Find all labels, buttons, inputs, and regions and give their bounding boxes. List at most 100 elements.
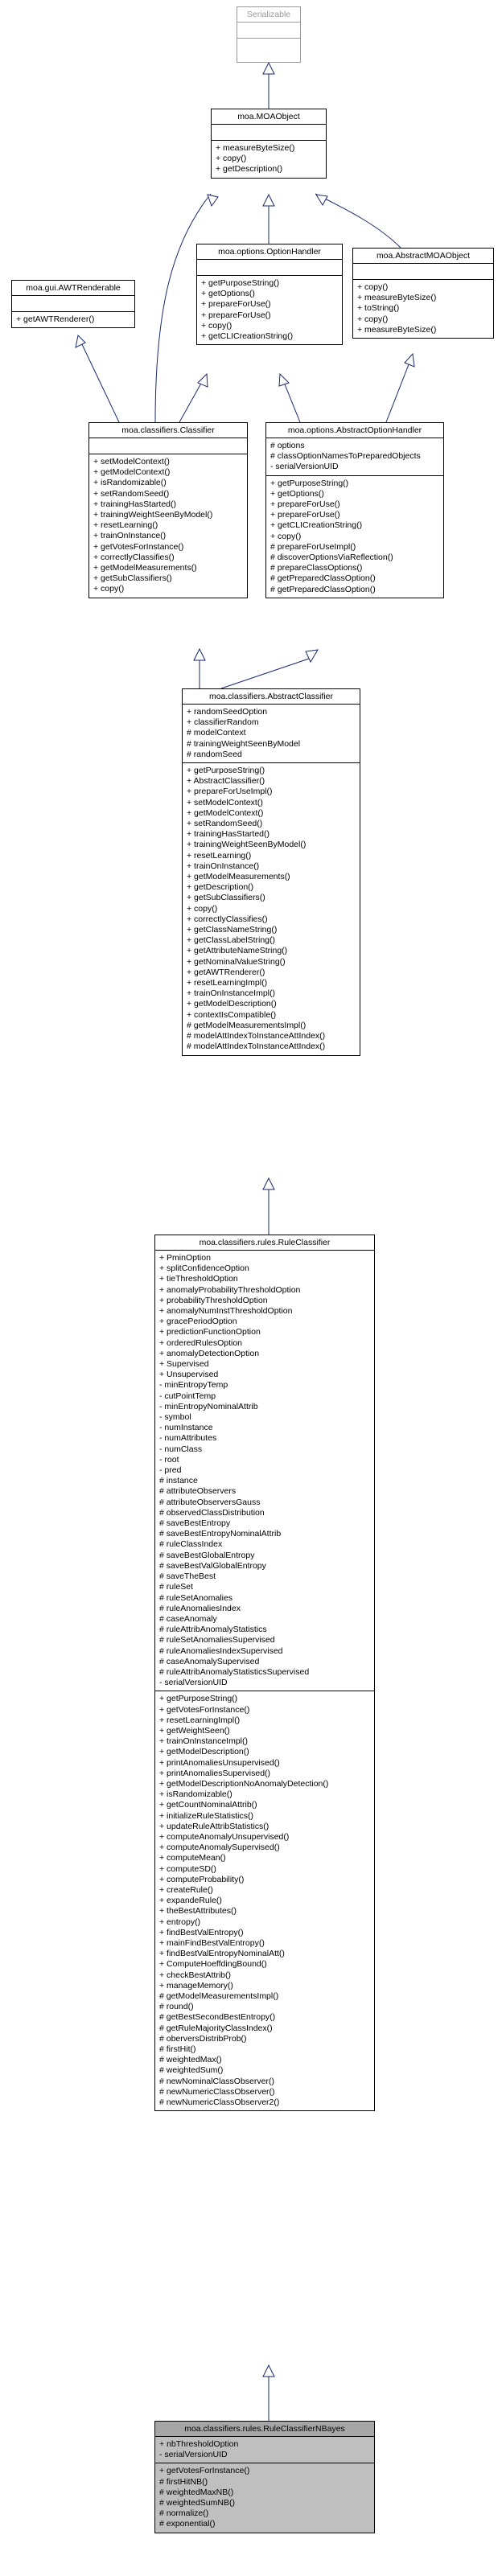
- class-name: moa.AbstractMOAObject: [353, 249, 493, 264]
- method: + copy(): [187, 903, 218, 914]
- method: # prepareForUseImpl(): [270, 541, 356, 552]
- method: # firstHit(): [159, 2044, 196, 2055]
- method: + getAWTRenderer(): [187, 967, 265, 977]
- attribute: - root: [159, 1454, 179, 1465]
- method: + correctlyClassifies(): [187, 914, 268, 924]
- attribute: + anomalyNumInstThresholdOption: [159, 1306, 293, 1317]
- arrowhead: [305, 649, 319, 664]
- method: + findBestValEntropyNominalAtt(): [159, 1949, 285, 1959]
- method: + getModelContext(): [93, 467, 171, 478]
- method: + getModelDescriptionNoAnomalyDetection(…: [159, 1778, 329, 1789]
- class-option-handler: moa.options.OptionHandler + getPurposeSt…: [196, 244, 343, 346]
- method: + getOptions(): [201, 289, 255, 299]
- method: + checkBestAttrib(): [159, 1970, 231, 1980]
- attribute: # saveTheBest: [159, 1571, 216, 1582]
- method: + isRandomizable(): [93, 478, 167, 488]
- method: + getCLICreationString(): [270, 520, 363, 531]
- method: + getCountNominalAttrib(): [159, 1800, 257, 1810]
- attribute: # options: [270, 441, 305, 450]
- method: # modelAttIndexToInstanceAttIndex(): [187, 1041, 326, 1052]
- attribute: # observedClassDistribution: [159, 1507, 265, 1518]
- methods-section: + getPurposeString()+ getVotesForInstanc…: [155, 1691, 374, 2110]
- method: # getModelMeasurementsImpl(): [159, 1991, 279, 2002]
- method: + printAnomaliesSupervised(): [159, 1768, 271, 1778]
- class-rule-classifier: moa.classifiers.rules.RuleClassifier + P…: [154, 1235, 375, 2112]
- arrowhead: [262, 193, 275, 207]
- class-name: moa.classifiers.rules.RuleClassifier: [155, 1235, 374, 1251]
- method: + prepareForUseImpl(): [187, 787, 273, 797]
- class-serializable: Serializable: [237, 6, 301, 63]
- method: + correctlyClassifies(): [93, 552, 175, 562]
- method: + createRule(): [159, 1884, 213, 1895]
- edge-abstractmoaobject-moaobject: [315, 193, 401, 249]
- method: + copy(): [357, 314, 389, 324]
- attribute: # attributeObservers: [159, 1486, 237, 1497]
- method: + trainOnInstance(): [187, 861, 260, 871]
- methods-section: + setModelContext()+ getModelContext()+ …: [89, 454, 247, 598]
- method: + measureByteSize(): [357, 293, 437, 303]
- method: + findBestValEntropy(): [159, 1927, 244, 1937]
- methods-section: + getPurposeString()+ getOptions()+ prep…: [197, 276, 342, 344]
- method: + prepareForUse(): [201, 310, 271, 320]
- attribute: - numClass: [159, 1444, 203, 1454]
- edge-classifier-awtrenderable: [80, 340, 120, 423]
- method: + getPurposeString(): [159, 1694, 238, 1704]
- class-classifier: moa.classifiers.Classifier + setModelCon…: [88, 422, 248, 598]
- methods-section: + getPurposeString()+ AbstractClassifier…: [183, 763, 360, 1054]
- method: + printAnomaliesUnsupervised(): [159, 1757, 280, 1768]
- method: + updateRuleAttribStatistics(): [159, 1821, 270, 1831]
- method: + trainingWeightSeenByModel(): [93, 510, 213, 520]
- method: # discoverOptionsViaReflection(): [270, 553, 393, 563]
- method: # exponential(): [159, 2519, 216, 2529]
- class-name: moa.classifiers.Classifier: [89, 423, 247, 438]
- method: + getClassLabelString(): [187, 935, 276, 946]
- method: # newNumericClassObserver(): [159, 2086, 275, 2097]
- class-name: Serializable: [237, 7, 300, 23]
- method: + getWeightSeen(): [159, 1725, 230, 1736]
- attribute: - symbol: [159, 1412, 191, 1423]
- class-name: moa.classifiers.AbstractClassifier: [183, 689, 360, 705]
- methods-section: + getPurposeString()+ getOptions()+ prep…: [266, 476, 443, 598]
- attribute: # ruleSetAnomaliesSupervised: [159, 1635, 275, 1645]
- edge-classifier-optionhandler: [179, 380, 204, 423]
- method: + resetLearningImpl(): [159, 1715, 241, 1725]
- method: + trainOnInstanceImpl(): [159, 1736, 249, 1747]
- method: # getPreparedClassOption(): [270, 584, 376, 594]
- edge-aoh-optionhandler: [282, 380, 301, 423]
- attribute: # ruleAttribAnomalyStatistics: [159, 1625, 267, 1635]
- methods-section: + getVotesForInstance()# firstHitNB()# w…: [155, 2463, 374, 2532]
- method: + getAWTRenderer(): [16, 314, 95, 324]
- method: # newNominalClassObserver(): [159, 2076, 274, 2086]
- method: + getSubClassifiers(): [93, 573, 172, 584]
- method: + setModelContext(): [93, 457, 170, 466]
- attribute: # ruleSet: [159, 1582, 194, 1592]
- arrowhead: [278, 372, 290, 387]
- attribute: # attributeObserversGauss: [159, 1497, 261, 1507]
- method: + computeAnomalySupervised(): [159, 1843, 280, 1853]
- attribute: + Supervised: [159, 1359, 209, 1370]
- method: # getPreparedClassOption(): [270, 573, 376, 584]
- method: # weightedSumNB(): [159, 2498, 235, 2508]
- attribute: # trainingWeightSeenByModel: [187, 738, 301, 749]
- class-name: moa.options.OptionHandler: [197, 244, 342, 260]
- attribute: + randomSeedOption: [187, 707, 268, 717]
- method: + mainFindBestValEntropy(): [159, 1938, 265, 1948]
- method: # oberversDistribProb(): [159, 2033, 247, 2044]
- method: + ComputeHoeffdingBound(): [159, 1959, 267, 1970]
- class-rule-classifier-nbayes: moa.classifiers.rules.RuleClassifierNBay…: [154, 2421, 375, 2533]
- method: + entropy(): [159, 1917, 201, 1927]
- method: + resetLearning(): [187, 850, 252, 861]
- method: + theBestAttributes(): [159, 1906, 237, 1917]
- attributes-section: + randomSeedOption+ classifierRandom# mo…: [183, 705, 360, 764]
- class-name: moa.classifiers.rules.RuleClassifierNBay…: [155, 2422, 374, 2437]
- attributes-section: [89, 438, 247, 454]
- attribute: + probabilityThresholdOption: [159, 1295, 268, 1305]
- method: + getNominalValueString(): [187, 956, 286, 967]
- edge-ac-aoh: [220, 656, 315, 689]
- attributes-section: + nbThresholdOption- serialVersionUID: [155, 2437, 374, 2464]
- method: + getSubClassifiers(): [187, 893, 265, 903]
- edge-aoh-abstractmoaobject: [385, 359, 411, 423]
- attribute: # ruleSetAnomalies: [159, 1592, 233, 1603]
- arrowhead: [315, 194, 328, 206]
- method: # modelAttIndexToInstanceAttIndex(): [187, 1031, 326, 1041]
